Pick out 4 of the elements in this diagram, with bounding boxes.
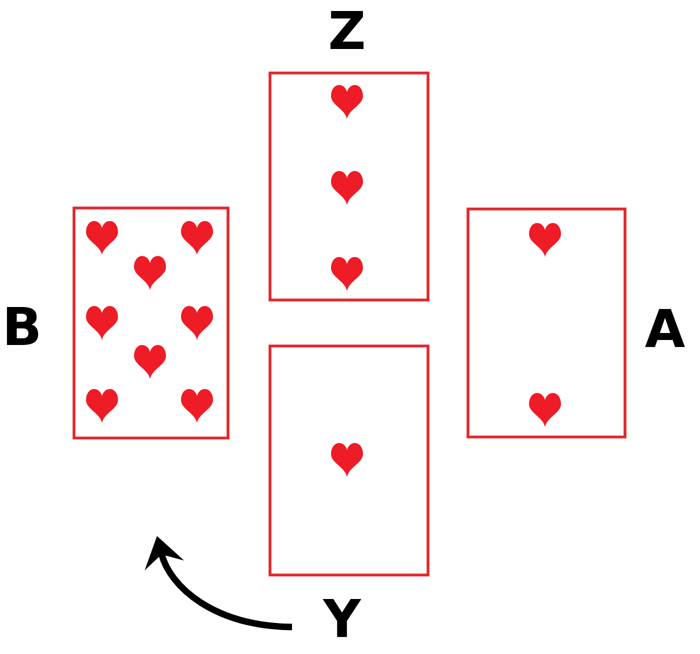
card-label: A	[645, 309, 685, 347]
card-label: Y	[322, 599, 362, 637]
card-label: B	[6, 307, 38, 345]
card-label: Z	[330, 11, 364, 49]
